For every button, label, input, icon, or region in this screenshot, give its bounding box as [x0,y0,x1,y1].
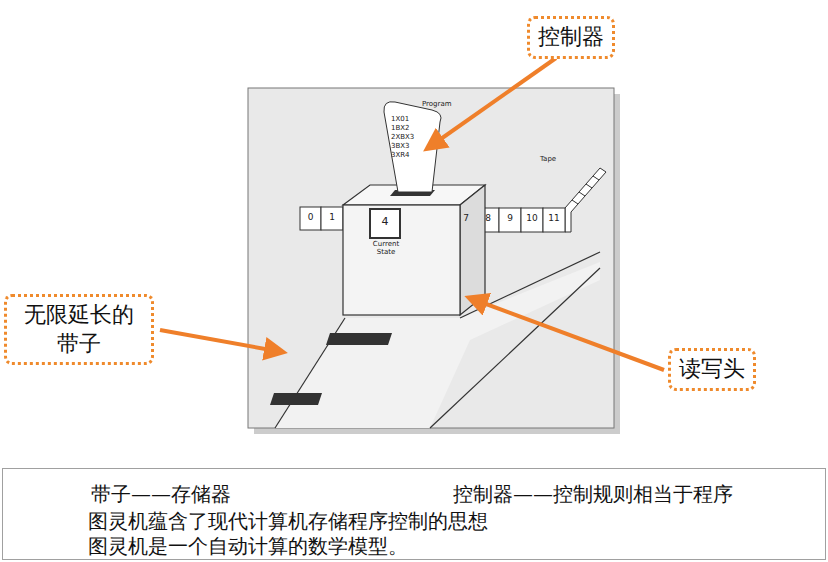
summary-text: 控制器——控制规则相当于程序 [453,482,733,506]
cell-number: 10 [521,214,543,224]
program-line: 1X01 [391,116,409,124]
callout-text: 控制器 [538,23,604,52]
cell-number: 7 [455,214,477,224]
callout-box: 读写头 [668,348,756,391]
machine-front [343,205,460,315]
summary-text: 带子——存储器 [91,482,231,506]
cell-number: 9 [499,214,521,224]
state-window [370,209,400,238]
summary-text: 图灵机是一个自动计算的数学模型。 [88,534,408,558]
program-label: Program [422,101,452,109]
cell-number: 11 [543,214,565,224]
state-label: Current State [366,241,406,256]
summary-text: 图灵机蕴含了现代计算机存储程序控制的思想 [88,509,488,533]
cell-number: 8 [477,214,499,224]
cell-number: 0 [300,213,321,223]
belt-mark [270,393,322,405]
belt-mark [326,333,392,345]
state-number: 4 [370,216,400,228]
cell-number: 1 [321,213,343,223]
tape-label: Tape [540,156,556,164]
callout-box: 控制器 [527,16,615,59]
picture-frame [248,88,614,428]
tape-tail [565,168,606,232]
program-line: 3XR4 [391,152,410,160]
machine-side [460,185,485,315]
leader-arrow [160,330,282,352]
leader-arrow [470,298,664,370]
program-line: 3BX3 [391,143,410,151]
program-line: 2XBX3 [391,134,414,142]
callout-text: 无限延长的 带子 [15,301,143,358]
summary-box: 带子——存储器 控制器——控制规则相当于程序图灵机蕴含了现代计算机存储程序控制的思… [2,468,826,560]
program-line: 1BX2 [391,125,410,133]
callout-text: 读写头 [679,355,745,384]
callout-box: 无限延长的 带子 [4,294,154,365]
